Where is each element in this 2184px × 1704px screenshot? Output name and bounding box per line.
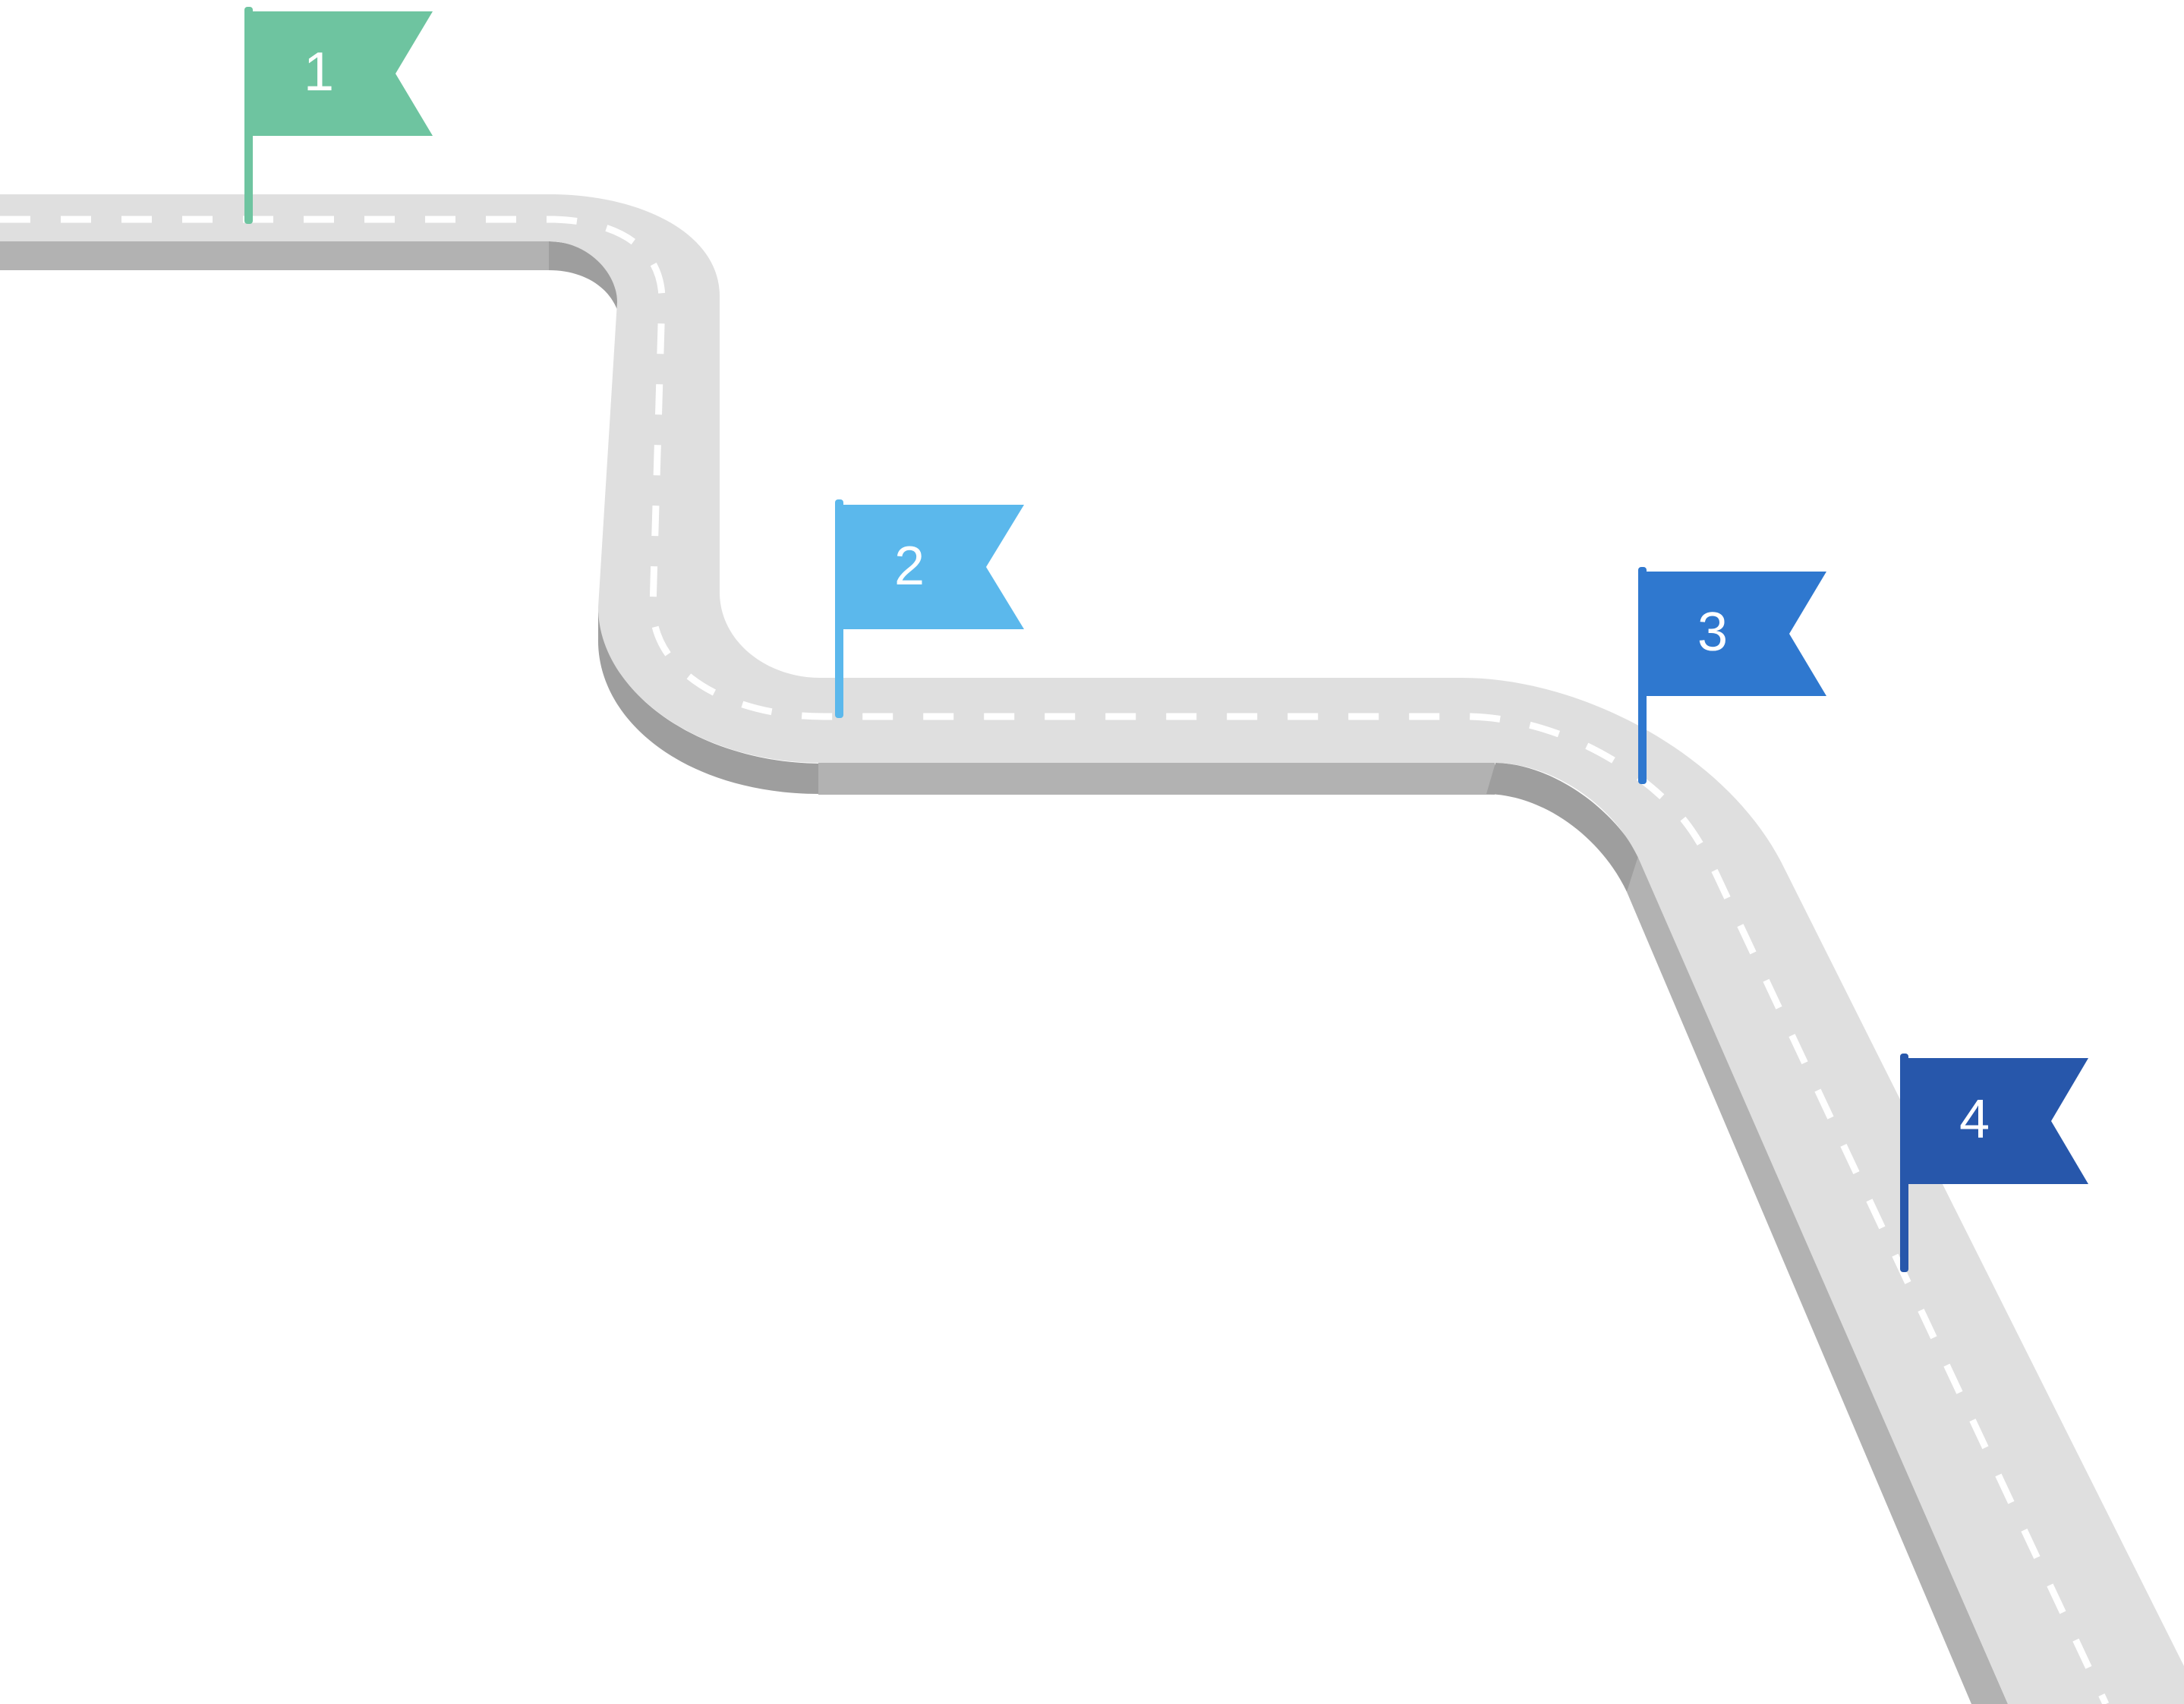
- flag-1-label: 1: [304, 42, 334, 102]
- milestone-flag-1: 1: [244, 7, 433, 224]
- road-side: [0, 241, 2008, 1704]
- road-side-segment-3: [1627, 856, 2008, 1704]
- road-side-segment-1: [0, 241, 550, 270]
- flag-3-label: 3: [1697, 602, 1728, 663]
- road-surface: [0, 194, 2184, 1704]
- road-side-curve-3: [1486, 763, 1640, 892]
- milestone-flag-4: 4: [1900, 1054, 2088, 1272]
- road-side-curve-1: [549, 241, 619, 310]
- milestone-flag-icon: [835, 505, 1024, 629]
- flag-2-label: 2: [894, 536, 925, 597]
- road-side-segment-2: [818, 763, 1495, 795]
- road-side-curve-2: [597, 607, 820, 794]
- milestone-flag-3: 3: [1638, 567, 1826, 784]
- milestone-flag-icon: [1900, 1058, 2088, 1184]
- flag-4-label: 4: [1959, 1089, 1990, 1150]
- milestone-flag-icon: [1638, 572, 1826, 696]
- milestone-flag-icon: [244, 11, 433, 136]
- milestone-flag-2: 2: [835, 499, 1024, 718]
